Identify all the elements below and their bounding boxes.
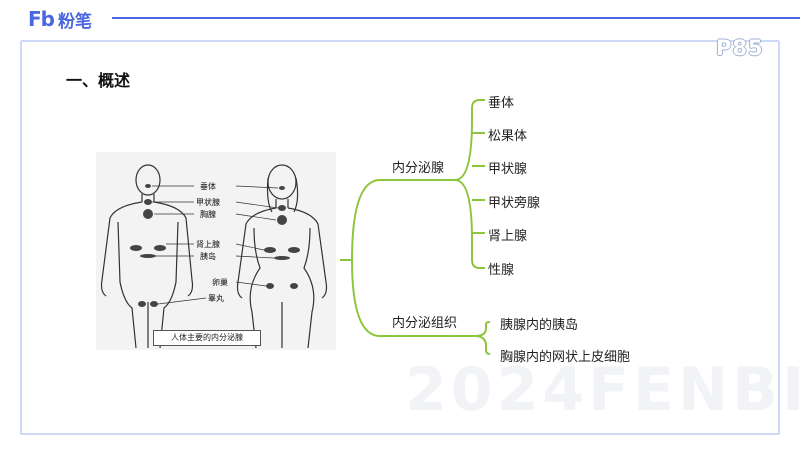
label-thymus: 胸腺 — [200, 210, 216, 219]
label-ovary: 卵巢 — [212, 278, 228, 287]
page-number: P85 — [716, 36, 764, 60]
node-thymus-reticular-epithelial: 胸腺内的网状上皮细胞 — [500, 350, 631, 365]
fenbi-logo-icon: Fb — [28, 7, 55, 31]
node-pineal: 松果体 — [488, 129, 528, 144]
watermark: 2024FENBI — [405, 355, 800, 425]
label-islet: 胰岛 — [200, 252, 216, 261]
node-pituitary: 垂体 — [488, 96, 515, 111]
figure-caption: 人体主要的内分泌腺 — [153, 330, 261, 346]
branch-endocrine-glands: 内分泌腺 — [392, 161, 445, 176]
label-testis: 睾丸 — [208, 294, 224, 303]
slide-frame — [20, 40, 780, 435]
label-pituitary: 垂体 — [200, 182, 216, 191]
node-adrenal: 肾上腺 — [488, 229, 528, 244]
node-gonad: 性腺 — [488, 263, 515, 278]
section-title: 一、概述 — [66, 71, 131, 90]
body-outline-drawing — [100, 164, 328, 349]
branch-endocrine-tissue: 内分泌组织 — [392, 316, 458, 331]
header-rule — [112, 17, 800, 19]
brand-logo: Fb 粉笔 — [28, 6, 92, 32]
node-pancreatic-islet: 胰腺内的胰岛 — [500, 318, 579, 333]
label-adrenal: 肾上腺 — [196, 240, 220, 249]
label-thyroid: 甲状腺 — [196, 198, 220, 207]
brand-name: 粉笔 — [57, 11, 92, 32]
node-thyroid: 甲状腺 — [488, 162, 528, 177]
endocrine-glands-figure: 垂体 甲状腺 胸腺 肾上腺 胰岛 卵巢 睾丸 人体主要的内分泌腺 — [96, 152, 336, 350]
node-parathyroid: 甲状旁腺 — [488, 196, 541, 211]
